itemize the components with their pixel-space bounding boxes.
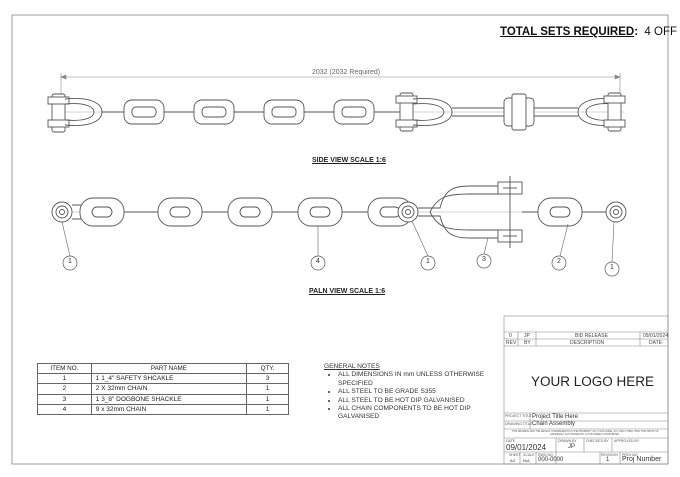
disclaimer-text: THIS DRAWING AND THE DESIGN IT REPRESENT…	[511, 430, 659, 436]
dwg-no-value: 000-0000	[538, 457, 564, 463]
by-header: BY	[524, 340, 531, 346]
balloon-label: 1	[426, 258, 430, 265]
plan-chain-links	[72, 197, 413, 227]
date-label: DATE	[506, 439, 516, 443]
side-safety-shackle-left	[47, 93, 103, 133]
total-colon: :	[634, 26, 639, 38]
bom-part-name: 1 3_8" DOGBONE SHACKLE	[90, 393, 248, 405]
title-block-frame	[503, 315, 669, 465]
general-notes: GENERAL NOTES ALL DIMENSIONS IN mm UNLES…	[324, 363, 494, 422]
plan-dogbone-shackle	[418, 176, 540, 248]
plan-view	[51, 176, 627, 248]
table-row: 4 9 x 32mm CHAIN 1	[37, 403, 289, 415]
date-value: 09/01/2024	[506, 443, 547, 452]
bom-item-no: 1	[37, 373, 92, 385]
balloon-label: 3	[482, 256, 486, 263]
bom-qty: 1	[246, 403, 289, 415]
proj-no-label: PROJ NO	[622, 453, 638, 457]
plan-pin-middle	[397, 201, 419, 223]
balloon-circles	[62, 253, 620, 277]
note-item: ALL STEEL TO BE GRADE S355	[338, 388, 494, 396]
drawing-title-label: DRAWING TITLE	[505, 422, 533, 426]
project-title-value: Project Title Here	[532, 414, 579, 420]
dwg-no-label: DWG NO.	[538, 453, 554, 457]
note-item: ALL DIMENSIONS IN mm UNLESS OTHERWISE SP…	[338, 371, 494, 388]
bom-item-no: 4	[37, 403, 92, 415]
bom-header-qty: QTY.	[246, 362, 289, 375]
table-row: 1 1 1_4" SAFETY SHCAKLE 3	[37, 373, 289, 385]
overall-dimension	[60, 73, 621, 95]
drawing-title-value: Chain Assembly	[532, 421, 576, 427]
proj-no-value: Proj Number	[622, 456, 662, 463]
plan-pin-left	[51, 201, 73, 223]
revision-value: 1	[606, 457, 610, 463]
bom-part-name: 9 x 32mm CHAIN	[90, 403, 248, 415]
balloon-label: 1	[68, 258, 72, 265]
plan-view-title: PALN VIEW SCALE 1:6	[309, 288, 386, 295]
checked-by-label: CHECKED BY	[586, 439, 609, 443]
description-header: DESCRIPTION	[570, 340, 605, 346]
notes-list: ALL DIMENSIONS IN mm UNLESS OTHERWISE SP…	[324, 371, 494, 421]
project-title-label: PROJECT TITLE	[505, 414, 532, 418]
rev-by-value: JP	[524, 333, 530, 339]
note-item: ALL CHAIN COMPONENTS TO BE HOT DIP GALVA…	[338, 405, 494, 422]
balloon-label: 2	[557, 258, 561, 265]
bom-qty: 3	[246, 373, 289, 385]
balloon-label: 4	[316, 258, 320, 265]
revision-label: REVISION	[601, 453, 618, 457]
company-logo-placeholder: YOUR LOGO HERE	[531, 374, 655, 389]
scale-label: SCALE	[523, 453, 535, 457]
side-safety-shackle-middle	[395, 92, 453, 132]
total-value: 4 OFF	[644, 26, 678, 38]
bom-header-part: PART NAME	[90, 362, 248, 375]
bom-qty: 1	[246, 383, 289, 395]
table-row: 3 1 3_8" DOGBONE SHACKLE 1	[37, 393, 289, 405]
rev-description-value: BID RELEASE	[575, 333, 608, 339]
plan-end-links	[537, 197, 606, 227]
balloon-label: 1	[610, 264, 614, 271]
bom-part-name: 1 1_4" SAFETY SHCAKLE	[90, 373, 248, 385]
table-row: 2 2 X 32mm CHAIN 1	[37, 383, 289, 395]
sheet-border	[11, 14, 669, 465]
rev-value: 0	[509, 333, 512, 339]
bom-header-row: ITEM NO. PART NAME QTY.	[37, 362, 289, 375]
side-safety-shackle-right	[577, 92, 626, 132]
bom-header-item: ITEM NO.	[37, 362, 92, 375]
drawn-by-label: DRAWN BY	[558, 439, 577, 443]
date-header: DATE	[649, 340, 662, 346]
rev-header: REV	[506, 340, 517, 346]
drawn-by-value: JP	[568, 444, 576, 450]
note-item: ALL STEEL TO BE HOT DIP GALVANISED	[338, 397, 494, 405]
dimension-text: 2032 (2032 Required)	[312, 69, 381, 76]
plan-pin-right	[605, 201, 627, 223]
approved-by-label: APPROVED BY	[614, 439, 640, 443]
side-view-title: SIDE VIEW SCALE 1:6	[312, 157, 386, 164]
notes-title: GENERAL NOTES	[324, 363, 380, 370]
side-chain-links	[102, 99, 400, 125]
scale-value: N/A	[523, 458, 530, 463]
side-view	[47, 92, 626, 133]
bom-qty: 1	[246, 393, 289, 405]
sheet-label: SHEET	[509, 453, 521, 457]
bom-item-no: 3	[37, 393, 92, 405]
balloon-leaders	[61, 220, 615, 263]
bom-part-name: 2 X 32mm CHAIN	[90, 383, 248, 395]
rev-date-value: 09/01/2024	[643, 333, 669, 339]
bill-of-materials: ITEM NO. PART NAME QTY. 1 1 1_4" SAFETY …	[37, 362, 289, 415]
total-label: TOTAL SETS REQUIRED	[500, 26, 635, 38]
total-sets-required: TOTAL SETS REQUIRED: 4 OFF	[500, 26, 677, 38]
sheet-value: A3	[510, 458, 515, 463]
side-dogbone-shackle	[452, 93, 578, 131]
bom-item-no: 2	[37, 383, 92, 395]
